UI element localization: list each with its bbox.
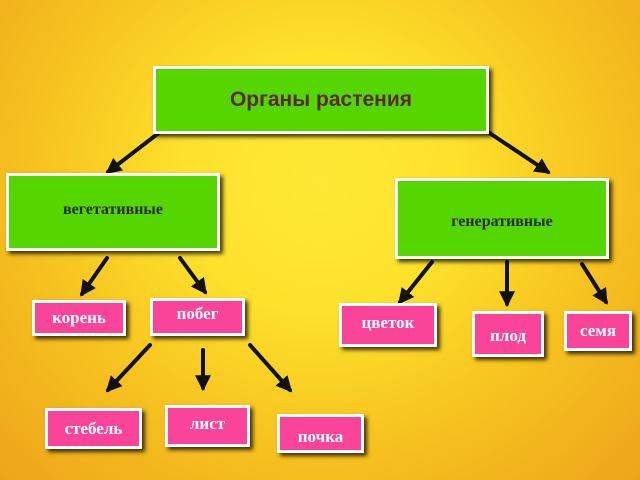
arrow-root-to-vegetative [105,130,162,174]
arrow-generative-to-seed [580,262,608,305]
arrow-generative-to-flower [398,260,434,305]
arrow-shoot-to-stem [105,343,152,393]
vegetative-label: вегетативные [62,201,164,218]
flower-label: цветок [361,313,415,332]
generative-node: генеративные [395,178,609,259]
bud-node: почка [277,414,364,453]
vegetative-node: вегетативные [6,173,220,251]
shoot-label: побег [176,304,219,323]
shoot-node: побег [150,298,245,336]
flower-node: цветок [339,303,437,347]
leaf-label: лист [189,414,226,433]
root-node: Органы растения [153,66,489,134]
arrow-vegetative-to-shoot [178,256,207,295]
generative-label: генеративные [451,212,553,230]
stem-node: стебель [45,408,142,449]
seed-label: семя [579,321,617,340]
root-label: Органы растения [229,88,413,111]
root-organ-label: корень [52,308,106,327]
arrow-root-to-generative [486,130,551,174]
bud-label: почка [297,426,344,446]
fruit-label: плод [490,326,526,345]
leaf-node: лист [165,405,250,447]
seed-node: семя [564,311,632,351]
fruit-node: плод [472,311,544,357]
stem-label: стебель [64,418,123,438]
root-organ-node: корень [32,300,126,336]
arrow-vegetative-to-root [80,256,109,297]
arrow-shoot-to-bud [248,343,293,393]
